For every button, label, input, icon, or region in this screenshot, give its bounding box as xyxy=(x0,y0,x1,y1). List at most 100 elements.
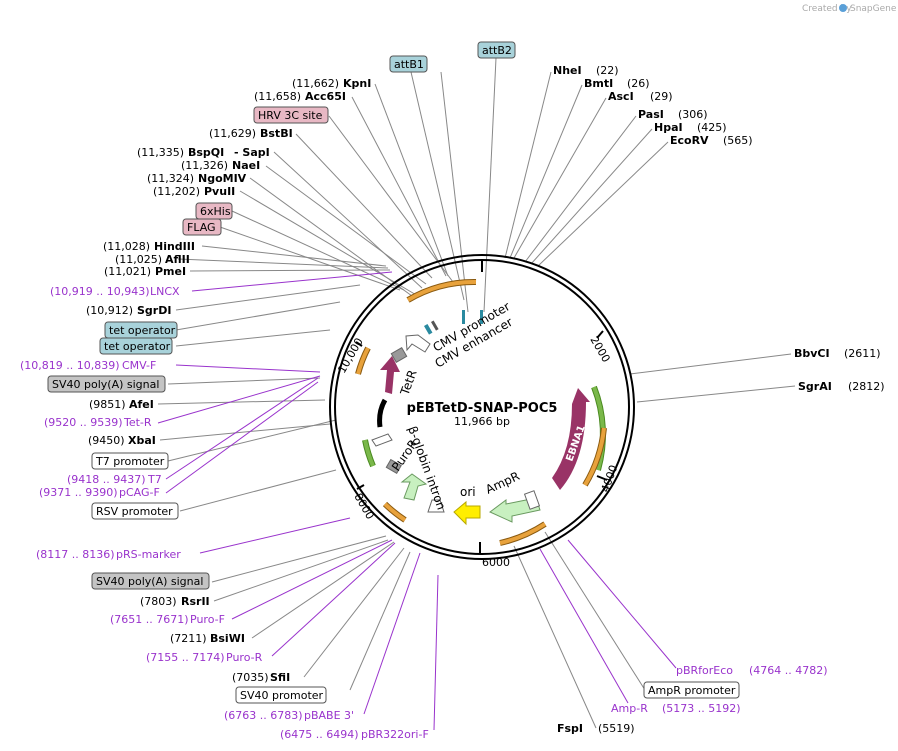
site-labels: NheI (22) BmtI (26) AscI (29) PasI (306)… xyxy=(20,64,885,741)
site-pasi-pos: (306) xyxy=(678,108,708,121)
primer-purof-name: Puro-F xyxy=(190,613,225,626)
site-acc65i-name: Acc65I xyxy=(305,90,346,103)
primer-t7-pos: (9418 .. 9437) xyxy=(67,473,146,486)
orange-feature-bottom xyxy=(499,522,547,545)
site-hindiii-name: HindIII xyxy=(154,240,195,253)
tick-label-2000: 2000 xyxy=(587,334,612,365)
site-aflii-pos: (11,025) xyxy=(115,253,162,266)
site-acc65i-pos: (11,658) xyxy=(254,90,301,103)
sv40-polya-2-label: SV40 poly(A) signal xyxy=(96,575,203,588)
primer-purof-pos: (7651 .. 7671) xyxy=(110,613,189,626)
site-bsiwi-pos: (7211) xyxy=(170,632,207,645)
inner-feature-arrows xyxy=(371,334,590,526)
sv40-polya-block-2 xyxy=(385,458,402,475)
ring-features xyxy=(355,278,607,546)
site-ngomiv-pos: (11,324) xyxy=(147,172,194,185)
feature-ampr: AmpR xyxy=(483,469,521,497)
site-fspi-name: FspI xyxy=(557,722,583,735)
site-bstbi-name: BstBI xyxy=(260,127,293,140)
sv40-polya-1-label: SV40 poly(A) signal xyxy=(52,378,159,391)
site-sfii-name: SfiI xyxy=(270,671,290,684)
primer-lncx-name: LNCX xyxy=(150,285,180,298)
rsv-promoter-label: RSV promoter xyxy=(96,505,173,518)
site-ecorv-name: EcoRV xyxy=(670,134,709,147)
site-sfii-pos: (7035) xyxy=(232,671,269,684)
primer-pbabe3-pos: (6763 .. 6783) xyxy=(224,709,303,722)
site-xbai-pos: (9450) xyxy=(88,434,125,447)
primer-pcagf-pos: (9371 .. 9390) xyxy=(39,486,118,499)
boxed-labels: attB1 attB2 HRV 3C site 6xHis FLAG tet o… xyxy=(47,41,740,704)
feature-tetr: TetR xyxy=(397,368,419,398)
plasmid-length: 11,966 bp xyxy=(454,415,510,428)
site-asci-pos: (29) xyxy=(650,90,673,103)
attB1-mark xyxy=(462,310,465,324)
site-bmti-pos: (26) xyxy=(627,77,650,90)
ori-arrow xyxy=(453,500,481,526)
site-ecorv-pos: (565) xyxy=(723,134,753,147)
orange-feature-left xyxy=(356,347,370,375)
site-ngomiv-name: NgoMIV xyxy=(198,172,247,185)
primer-ampr-pos: (5173 .. 5192) xyxy=(662,702,741,715)
sv40-polya-block xyxy=(390,346,408,364)
primer-prsmarker-pos: (8117 .. 8136) xyxy=(36,548,115,561)
site-sapi-name: - SapI xyxy=(234,146,270,159)
primer-puror-pos: (7155 .. 7174) xyxy=(146,651,225,664)
attB2-mark xyxy=(480,310,483,324)
tetop-mark xyxy=(423,324,433,335)
sv40-promoter-arrow xyxy=(427,499,445,513)
snapgene-logo-icon xyxy=(839,4,847,12)
orange-feature-top-fill xyxy=(406,279,477,302)
site-hindiii-pos: (11,028) xyxy=(103,240,150,253)
primer-pbr322ori-name: pBR322ori-F xyxy=(361,728,429,741)
primer-lines xyxy=(157,271,677,731)
site-pvuii-pos: (11,202) xyxy=(153,185,200,198)
cmv-promoter-arrow xyxy=(405,334,431,353)
ampr-promoter-label: AmpR promoter xyxy=(648,684,736,697)
grey-mark xyxy=(430,320,439,331)
site-rsrii-name: RsrII xyxy=(181,595,210,608)
site-hpai-name: HpaI xyxy=(654,121,683,134)
tet-operator-2-label: tet operator xyxy=(104,340,171,353)
primer-cmvf-name: CMV-F xyxy=(122,359,156,372)
site-kpni-name: KpnI xyxy=(343,77,371,90)
ampr-promoter-block xyxy=(523,490,541,510)
site-sgrdi-pos: (10,912) xyxy=(86,304,133,317)
site-nhei-name: NheI xyxy=(553,64,582,77)
credit-text: Created by xyxy=(802,4,852,14)
site-asci-name: AscI xyxy=(608,90,634,103)
site-bsiwi-name: BsiWI xyxy=(210,632,245,645)
site-hpai-pos: (425) xyxy=(697,121,727,134)
site-bspqi-pos: (11,335) xyxy=(137,146,184,159)
primer-pbr322ori-pos: (6475 .. 6494) xyxy=(280,728,359,741)
beta-globin-black-arc xyxy=(377,398,388,428)
site-afei-pos: (9851) xyxy=(89,398,126,411)
site-pasi-name: PasI xyxy=(638,108,664,121)
tick-marks xyxy=(355,260,608,553)
sv40-promoter-label: SV40 promoter xyxy=(240,689,324,702)
primer-tetr-pos: (9520 .. 9539) xyxy=(44,416,123,429)
primer-pbrforeco-name: pBRforEco xyxy=(676,664,733,677)
tet-operator-1-label: tet operator xyxy=(109,324,176,337)
site-pmei-pos: (11,021) xyxy=(104,265,151,278)
site-aflii-name: AflII xyxy=(165,253,190,266)
attB1-label: attB1 xyxy=(394,58,424,71)
credit-brand: SnapGene xyxy=(850,4,897,14)
primer-cmvf-pos: (10,819 .. 10,839) xyxy=(20,359,120,372)
tick-label-6000: 6000 xyxy=(482,556,510,569)
site-naei-name: NaeI xyxy=(232,159,260,172)
tetr-arrow xyxy=(380,356,400,394)
site-fspi-pos: (5519) xyxy=(598,722,635,735)
site-pmei-name: PmeI xyxy=(155,265,186,278)
t7-promoter-label: T7 promoter xyxy=(95,455,165,468)
orange-feature-bottomleft xyxy=(383,502,407,522)
6xhis-label: 6xHis xyxy=(200,205,231,218)
site-nhei-pos: (22) xyxy=(596,64,619,77)
site-rsrii-pos: (7803) xyxy=(140,595,177,608)
backbone-outer xyxy=(329,254,635,560)
site-pvuii-name: PvuII xyxy=(204,185,235,198)
green-feature-left xyxy=(363,439,375,467)
primer-puror-name: Puro-R xyxy=(226,651,263,664)
primer-lncx-pos: (10,919 .. 10,943) xyxy=(50,285,150,298)
